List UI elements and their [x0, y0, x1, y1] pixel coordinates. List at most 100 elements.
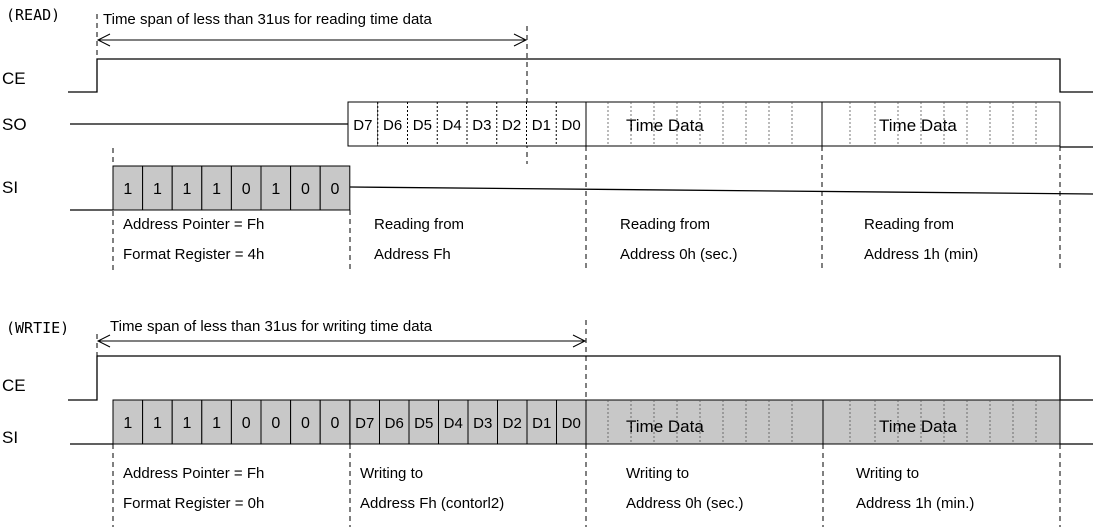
write-data-bit-2: D5: [408, 399, 439, 445]
read-ce-waveform: [68, 58, 1093, 93]
read-si-tail: [349, 186, 1093, 195]
write-section: (WRTIE) Time span of less than 31us for …: [2, 318, 1093, 527]
write-si-label: SI: [2, 428, 18, 447]
write-si-bit-label-7: 0: [331, 415, 340, 432]
write-si-bit-0: 1: [112, 399, 144, 445]
read-so-bit-label-2: D5: [413, 117, 432, 134]
write-data-bit-label-0: D7: [355, 415, 374, 432]
read-so-label: SO: [2, 115, 27, 134]
read-so-bit-label-7: D0: [562, 117, 581, 134]
write-note-1-line1: Writing to: [360, 465, 423, 482]
write-data-bit-label-3: D4: [444, 415, 463, 432]
write-si-time-data: Time Data Time Data: [585, 399, 1061, 445]
write-ce-label: CE: [2, 376, 26, 395]
write-si-bit-label-2: 1: [183, 415, 192, 432]
write-si-bit-4: 0: [230, 399, 262, 445]
write-si-bit-label-5: 0: [271, 415, 280, 432]
read-so-bit-2: D5: [407, 102, 438, 146]
write-data-bit-label-7: D0: [562, 415, 581, 432]
write-span-arrow: [96, 334, 587, 348]
read-si-bit-6: 0: [290, 165, 321, 211]
read-si-bit-1: 1: [142, 165, 173, 211]
write-si-bit-label-1: 1: [153, 415, 162, 432]
read-si-bit-label-5: 1: [271, 181, 280, 198]
read-si-bit-3: 1: [201, 165, 232, 211]
read-so-bit-5: D2: [496, 102, 527, 146]
read-si-bit-2: 1: [171, 165, 203, 211]
write-data-bit-label-5: D2: [503, 415, 522, 432]
write-data-bit-6: D1: [526, 399, 557, 445]
read-si-label: SI: [2, 178, 18, 197]
read-si-bit-7: 0: [319, 165, 351, 211]
read-si-bit-label-1: 1: [153, 181, 162, 198]
write-data-bit-label-2: D5: [414, 415, 433, 432]
read-si-bits: 1 1 1 1 0 1 0 0: [112, 165, 351, 211]
write-data-bit-5: D2: [497, 399, 528, 445]
read-so-bit-4: D3: [466, 102, 497, 146]
write-title: (WRTIE): [6, 319, 69, 337]
write-note-3-line1: Writing to: [856, 465, 919, 482]
write-si-bit-6: 0: [290, 399, 321, 445]
read-si-bit-0: 1: [112, 165, 144, 211]
read-si-bit-label-3: 1: [212, 181, 221, 198]
write-data-bit-7: D0: [556, 399, 587, 445]
read-si-bit-label-6: 0: [301, 181, 310, 198]
write-ce-waveform: [68, 355, 1093, 401]
read-note-2-line1: Reading from: [620, 216, 710, 233]
write-data-bit-4: D3: [467, 399, 498, 445]
write-note-2-line1: Writing to: [626, 465, 689, 482]
write-note-3-line2: Address 1h (min.): [856, 495, 974, 512]
write-si-bit-label-3: 1: [212, 415, 221, 432]
write-data-bit-label-4: D3: [473, 415, 492, 432]
read-note-0-line2: Format Register = 4h: [123, 246, 264, 263]
write-note-0-line2: Format Register = 0h: [123, 495, 264, 512]
read-so-bit-label-1: D6: [383, 117, 402, 134]
write-time-data-2: Time Data: [879, 417, 957, 436]
write-data-bit-0: D7: [349, 399, 380, 445]
read-so-bit-3: D4: [436, 102, 467, 146]
read-title: (READ): [6, 6, 60, 24]
read-note-2-line2: Address 0h (sec.): [620, 246, 738, 263]
write-si-bit-label-6: 0: [301, 415, 310, 432]
write-note-0-line1: Address Pointer = Fh: [123, 465, 264, 482]
write-si-bit-2: 1: [171, 399, 203, 445]
read-span-arrow: [96, 33, 528, 47]
read-note-1-line2: Address Fh: [374, 246, 451, 263]
read-si-bit-label-7: 0: [331, 181, 340, 198]
write-si-bit-7: 0: [319, 399, 351, 445]
write-note-2-line2: Address 0h (sec.): [626, 495, 744, 512]
read-so-bit-label-3: D4: [443, 117, 462, 134]
read-note-3-line1: Reading from: [864, 216, 954, 233]
read-so-time-data: Time Data Time Data: [585, 101, 1061, 147]
read-so-bits: D7 D6 D5 D4 D3 D2 D1 D0: [347, 101, 587, 147]
write-si-bit-label-4: 0: [242, 415, 251, 432]
read-si-bit-4: 0: [230, 165, 262, 211]
read-so-bit-label-6: D1: [532, 117, 551, 134]
read-so-bit-7: D0: [555, 102, 586, 146]
read-note-3-line2: Address 1h (min): [864, 246, 978, 263]
read-si-bit-label-2: 1: [183, 181, 192, 198]
read-so-bit-1: D6: [377, 102, 408, 146]
write-note-1-line2: Address Fh (contorl2): [360, 495, 504, 512]
write-data-bit-3: D4: [438, 399, 469, 445]
read-so-bit-label-0: D7: [353, 117, 372, 134]
write-si-bit-3: 1: [201, 399, 232, 445]
write-si-bit-1: 1: [142, 399, 173, 445]
write-time-data-1: Time Data: [626, 417, 704, 436]
write-span-text: Time span of less than 31us for writing …: [110, 318, 433, 335]
read-si-bit-label-0: 1: [123, 181, 132, 198]
read-so-bit-6: D1: [526, 102, 557, 146]
read-si-bit-label-4: 0: [242, 181, 251, 198]
read-so-bit-label-5: D2: [502, 117, 521, 134]
read-si-bit-5: 1: [260, 165, 292, 211]
read-note-1-line1: Reading from: [374, 216, 464, 233]
read-section: (READ) Time span of less than 31us for r…: [2, 6, 1093, 272]
read-span-text: Time span of less than 31us for reading …: [103, 11, 432, 28]
write-data-bit-1: D6: [379, 399, 410, 445]
write-si-bit-label-0: 1: [123, 415, 132, 432]
write-si-bit-5: 0: [260, 399, 292, 445]
read-so-bit-label-4: D3: [472, 117, 491, 134]
write-data-bit-label-6: D1: [532, 415, 551, 432]
